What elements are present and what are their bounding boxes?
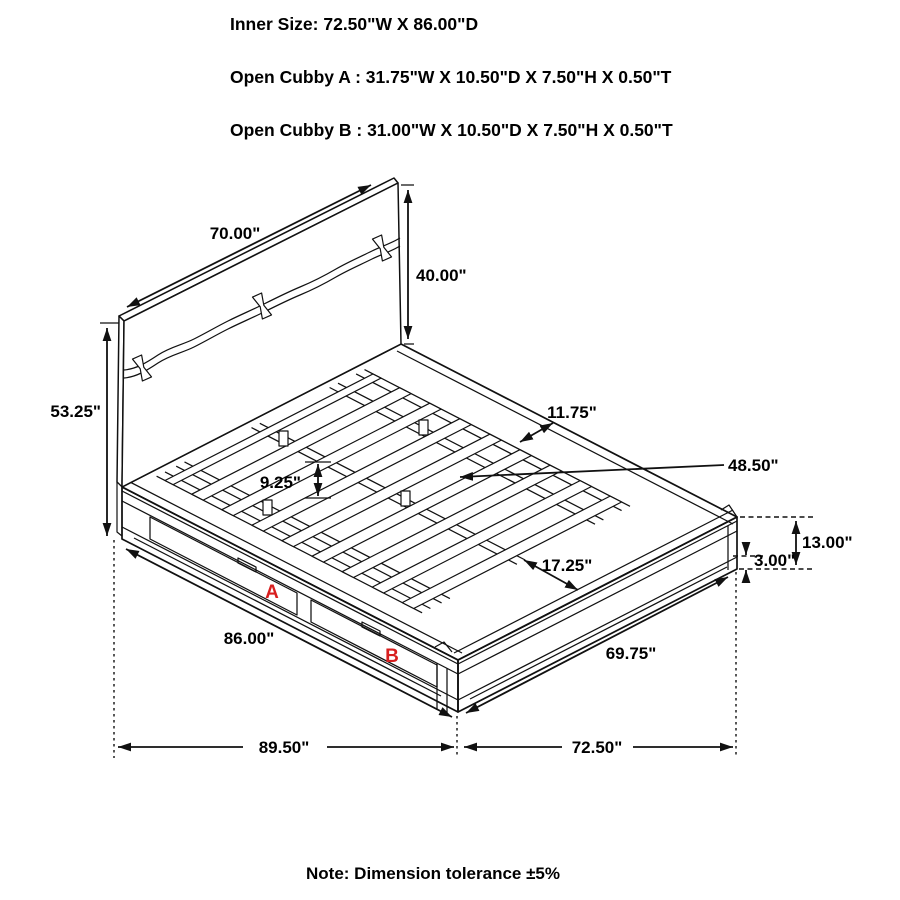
base-bottom-line (457, 556, 738, 701)
slat (164, 373, 382, 486)
plinth-recess-line (133, 537, 442, 697)
dim-label-side-rail-width: 11.75" (547, 403, 597, 422)
dim-label-foot-side-length: 69.75" (606, 644, 657, 663)
support-block (262, 499, 273, 516)
cubby-b-label: B (385, 646, 399, 667)
dim-foot-deck-depth: 17.25" (523, 556, 593, 591)
cubby-labels: A B (265, 582, 399, 667)
dim-side-rail-width: 11.75" (519, 403, 597, 443)
deck-band-bottom (121, 500, 459, 675)
rim-lip-right (396, 350, 734, 525)
dim-plinth-height: 3.00" (733, 542, 795, 583)
dimension-annotations: 70.00" 40.00" 53.25" 9.25" (50, 184, 853, 758)
spec-header: Inner Size: 72.50"W X 86.00"D Open Cubby… (230, 11, 673, 144)
dim-label-overall-length: 89.50" (259, 738, 310, 757)
support-block (418, 419, 429, 436)
base-bottom-line (121, 526, 459, 701)
dim-label-headboard-width: 70.00" (210, 224, 261, 243)
dim-overall-length: 89.50" (113, 540, 458, 758)
dim-label-plinth-height: 3.00" (754, 551, 795, 570)
dim-foot-side-length: 69.75" (465, 576, 729, 714)
dim-label-slat-length: 48.50" (728, 456, 779, 475)
support-block (400, 490, 411, 507)
dim-label-headboard-height: 40.00" (416, 266, 467, 285)
tolerance-note: Note: Dimension tolerance ±5% (306, 864, 560, 883)
slat (191, 387, 412, 501)
inner-size-line: Inner Size: 72.50"W X 86.00"D (230, 14, 479, 34)
mattress-slats (164, 373, 623, 610)
dim-overall-width: 72.50" (464, 572, 737, 758)
dim-label-total-height: 53.25" (50, 402, 101, 421)
bowtie-joint (371, 234, 393, 262)
dim-label-storage-side-length: 86.00" (224, 629, 275, 648)
dim-label-foot-deck-depth: 17.25" (542, 556, 593, 575)
dim-headboard-width: 70.00" (126, 184, 372, 308)
dim-total-height: 53.25" (50, 322, 119, 536)
dim-label-base-height: 13.00" (802, 533, 853, 552)
plinth-recess-line (469, 566, 728, 700)
dim-label-slat-spacing: 9.25" (260, 473, 301, 492)
right-corner-step (720, 504, 738, 518)
deck-board-line (457, 520, 738, 665)
cubby-b-spec-line: Open Cubby B : 31.00"W X 10.50"D X 7.50"… (230, 120, 673, 140)
bowtie-joint (131, 354, 153, 382)
slat (281, 433, 502, 548)
dim-storage-side-length: 86.00" (125, 548, 453, 718)
slat (251, 418, 472, 532)
cubby-a-label: A (265, 582, 279, 603)
dim-slat-spacing: 9.25" (260, 461, 331, 499)
dim-base-height: 13.00" (739, 516, 853, 570)
dim-label-overall-width: 72.50" (572, 738, 623, 757)
support-block (278, 430, 289, 447)
slat (221, 402, 442, 517)
right-face-outline (457, 516, 738, 713)
cubby-a-spec-line: Open Cubby A : 31.75"W X 10.50"D X 7.50"… (230, 67, 672, 87)
dim-slat-length: 48.50" (459, 456, 779, 481)
dim-headboard-height: 40.00" (401, 184, 467, 345)
